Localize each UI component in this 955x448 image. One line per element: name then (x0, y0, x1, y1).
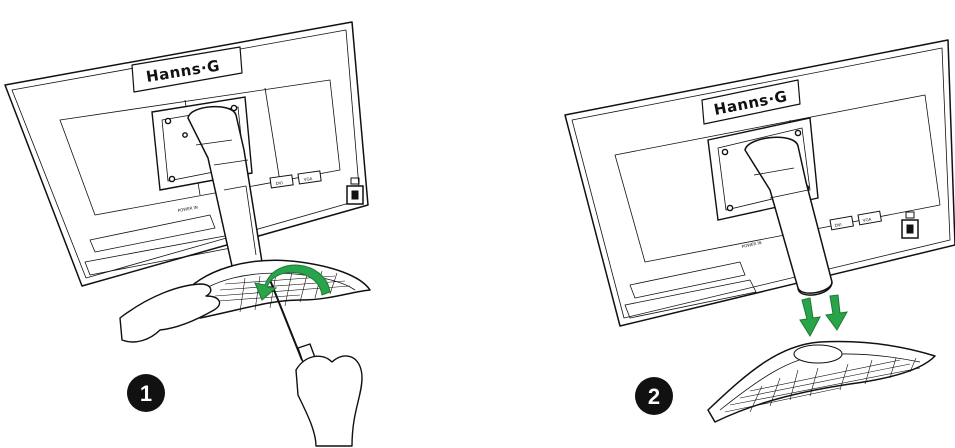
dvi-port-label: DVI (275, 180, 283, 186)
hand-icon (120, 284, 220, 342)
step-1-illustration: Hanns·G DVI VGA POWER IN (0, 0, 480, 448)
step-2-illustration: Hanns·G DVI VGA POWER IN (480, 0, 955, 448)
hand-icon (296, 356, 362, 446)
step-number: 1 (140, 381, 152, 406)
step-badge: 2 (635, 377, 673, 415)
step-number: 2 (648, 384, 660, 409)
stand-base (708, 342, 935, 422)
down-arrow-icon (826, 295, 847, 330)
step-badge: 1 (127, 374, 165, 412)
down-arrow-icon (800, 298, 820, 336)
